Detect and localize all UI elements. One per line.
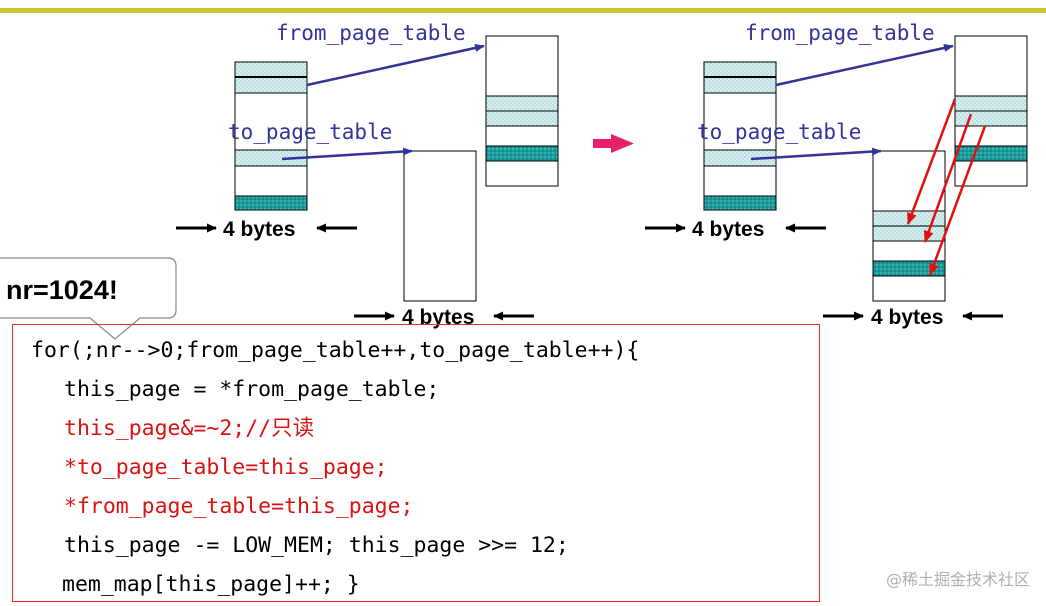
right-to-page-table: [872, 150, 946, 302]
left-to-arrow: [281, 147, 413, 161]
left-diagram: from_page_table to_page_table 4 bytes 4 …: [176, 21, 559, 329]
code-line-5: *from_page_table=this_page;: [64, 494, 414, 519]
left-bytes-label: 4 bytes: [223, 218, 295, 241]
code-line-1: for(;nr-->0;from_page_table++,to_page_ta…: [31, 338, 640, 363]
right-bytes-label: 4 bytes: [692, 218, 764, 241]
right-to-bytes-label: 4 bytes: [871, 306, 943, 329]
callout-text: nr=1024!: [6, 275, 118, 305]
left-from-page-table: [485, 35, 559, 187]
copy-arrow-2: [923, 113, 973, 243]
copy-arrow-1: [906, 98, 957, 225]
right-directory-table: [703, 61, 777, 211]
code-line-6: this_page -= LOW_MEM; this_page >>= 12;: [64, 533, 569, 558]
code-line-4: *to_page_table=this_page;: [64, 455, 388, 480]
top-accent-bar: [0, 8, 1046, 13]
left-to-bytes-label: 4 bytes: [402, 306, 474, 329]
left-to-page-table: [403, 150, 477, 302]
right-to-arrow: [750, 147, 882, 161]
left-from-label: from_page_table: [276, 21, 466, 45]
code-line-7: mem_map[this_page]++; }: [62, 572, 360, 597]
copy-arrow-3: [928, 125, 987, 276]
code-line-2: this_page = *from_page_table;: [64, 377, 440, 402]
left-directory-table: [234, 61, 308, 211]
left-to-label: to_page_table: [228, 120, 392, 144]
left-from-arrow: [306, 44, 485, 87]
code-block: for(;nr-->0;from_page_table++,to_page_ta…: [12, 324, 820, 602]
right-to-label: to_page_table: [697, 120, 861, 144]
right-from-arrow: [775, 44, 954, 87]
right-from-label: from_page_table: [745, 21, 935, 45]
right-from-page-table: [954, 35, 1028, 187]
callout-bubble: nr=1024!: [0, 257, 177, 340]
right-diagram: from_page_table to_page_table 4 bytes 4 …: [645, 21, 1028, 329]
transition-arrow: [593, 134, 634, 153]
code-line-3: this_page&=~2;//只读: [64, 416, 315, 441]
watermark: @稀土掘金技术社区: [885, 570, 1030, 589]
